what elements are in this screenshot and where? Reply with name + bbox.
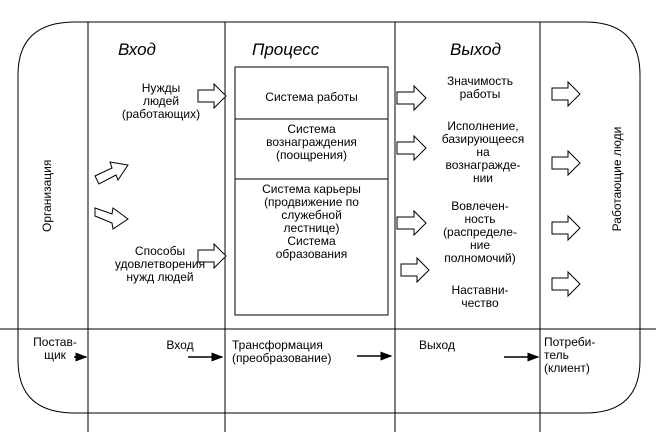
output-mentoring: Наставни- чество: [451, 283, 509, 310]
process-box: [234, 66, 389, 316]
label-working-people: Работающие люди: [610, 126, 624, 232]
process-reward-system: Система вознаграждения (поощрения): [266, 122, 357, 162]
input-ways: Способы удовлетворения нужд людей: [114, 244, 206, 284]
label-organization: Организация: [40, 159, 54, 232]
arrow-needs-to-process: [197, 82, 227, 110]
arrow-process-out-2: [396, 134, 427, 162]
bottom-output: Выход: [419, 338, 455, 352]
header-process: Процесс: [252, 40, 320, 59]
bottom-consumer: Потреби- тель (клиент): [544, 335, 596, 375]
bottom-transformation: Трансформация (преобразование): [232, 338, 332, 365]
bottom-supplier: Постав- щик: [33, 335, 77, 362]
arrow-process-out-1: [396, 84, 427, 112]
arrow-process-out-4: [400, 256, 430, 284]
arrow-org-up: [94, 161, 129, 185]
arrow-org-down: [94, 207, 129, 230]
process-work-system: Система работы: [265, 90, 358, 104]
arrow-process-out-3: [396, 209, 427, 237]
arrow-people-3: [551, 214, 581, 242]
output-significance: Значимость работы: [447, 74, 513, 101]
output-involvement: Вовлечен- ность (распределе- ние полномо…: [443, 199, 517, 265]
header-output: Выход: [450, 40, 502, 59]
arrow-people-2: [551, 149, 581, 177]
bottom-input: Вход: [166, 338, 194, 352]
input-needs: Нужды людей (работающих): [121, 81, 201, 121]
arrow-people-4: [551, 270, 581, 298]
output-performance: Исполнение, базирующееся на вознагражде-…: [441, 119, 525, 185]
arrow-people-1: [551, 80, 581, 108]
process-career-system: Система карьеры (продвижение по служебно…: [262, 182, 361, 261]
arrow-ways-to-process: [197, 242, 227, 270]
header-input: Вход: [118, 40, 156, 59]
